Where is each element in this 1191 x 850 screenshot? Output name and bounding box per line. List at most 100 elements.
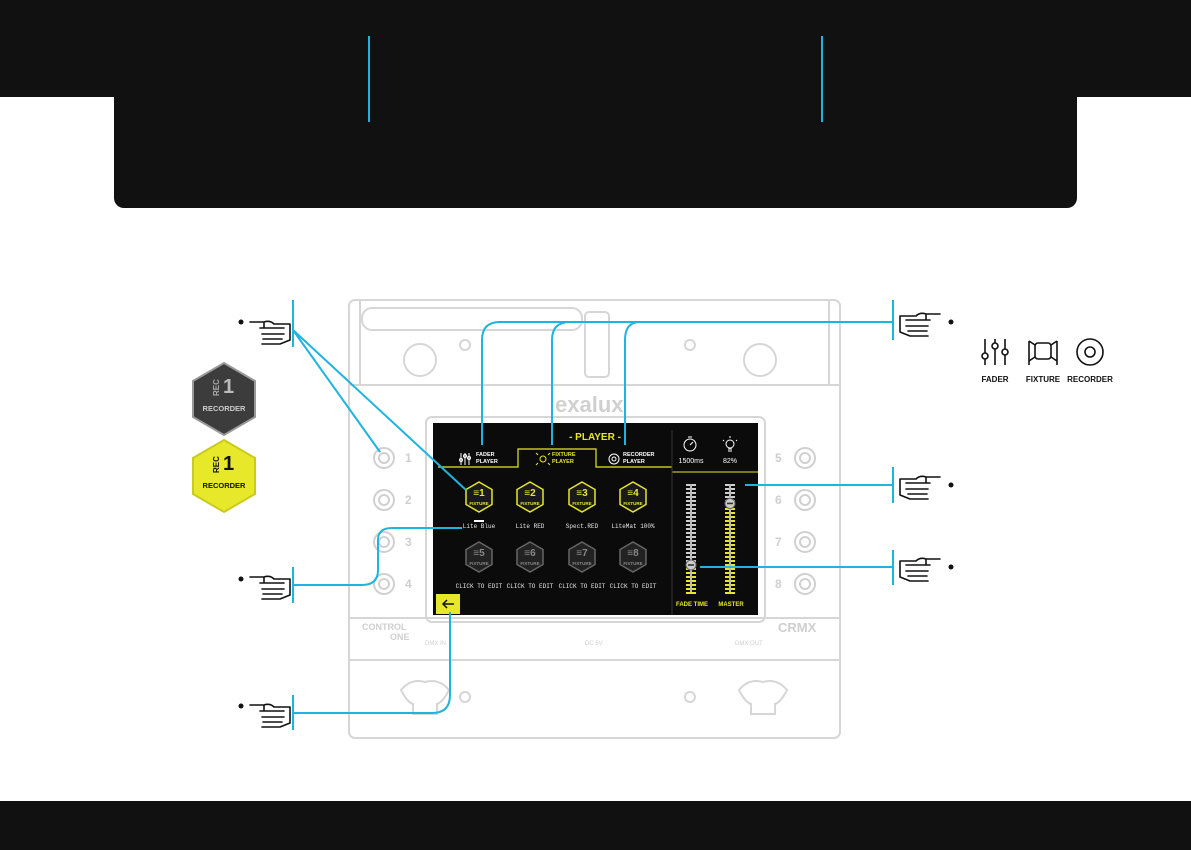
fixture-name: Spect.RED	[566, 523, 599, 530]
tab-recorder-player[interactable]: RECORDER PLAYER	[608, 452, 655, 465]
legend-label: FIXTURE	[1026, 375, 1061, 384]
button-number: 6	[775, 493, 782, 507]
button-number: 7	[775, 535, 782, 549]
fixture-type: FIXTURE	[469, 561, 488, 566]
pointing-hand-icon	[250, 576, 290, 599]
fader-icon	[459, 453, 471, 465]
tab-label: RECORDER	[623, 452, 655, 458]
fixture-name: CLICK TO EDIT	[610, 583, 657, 590]
fixture-type: FIXTURE	[520, 501, 539, 506]
button-number: 3	[405, 535, 412, 549]
fixture-type: FIXTURE	[623, 561, 642, 566]
recorder-icon	[1076, 338, 1104, 366]
crmx-logo: CRMX	[778, 620, 817, 635]
fixture-number: ≡2	[524, 488, 536, 499]
title-banner	[114, 40, 1077, 208]
legend-recorder: RECORDER	[1067, 338, 1113, 384]
badge-label: RECORDER	[203, 481, 247, 490]
bottom-band	[0, 801, 1191, 850]
bullet-dots	[238, 319, 954, 709]
tab-fixture-player[interactable]: FIXTURE PLAYER	[535, 452, 576, 466]
tab-label: PLAYER	[552, 459, 574, 465]
fixture-type: FIXTURE	[572, 501, 591, 506]
pointing-hand-icon	[899, 557, 941, 582]
badge-rec: REC	[212, 456, 221, 473]
fixture-name: Lite Blue	[463, 523, 496, 530]
fixture-type: FIXTURE	[520, 561, 539, 566]
recorder-icon	[608, 453, 620, 465]
callout-lines	[292, 300, 894, 730]
badge-label: RECORDER	[203, 404, 247, 413]
legend-label: RECORDER	[1067, 375, 1113, 384]
model-name: CONTROL	[362, 622, 407, 632]
fixture-number: ≡6	[524, 548, 536, 559]
fixture-type: FIXTURE	[572, 561, 591, 566]
arrow-left-icon	[441, 599, 454, 609]
stopwatch-icon	[683, 436, 697, 452]
recorder-badge-dark: REC 1 RECORDER	[192, 361, 256, 437]
bulb-icon	[722, 436, 738, 452]
fixture-number: ≡7	[576, 548, 588, 559]
tab-label: FADER	[476, 452, 495, 458]
banner-divider-left	[368, 36, 370, 122]
button-number: 8	[775, 577, 782, 591]
banner-divider-right	[821, 36, 823, 122]
fixture-name: Lite RED	[516, 523, 545, 530]
back-button[interactable]	[436, 594, 460, 614]
port-label: DMX OUT	[735, 641, 763, 647]
brand-logo: exalux	[555, 392, 624, 417]
port-label: DC 5V	[585, 641, 603, 647]
badge-rec: REC	[212, 379, 221, 396]
tab-label: FIXTURE	[552, 452, 576, 458]
fixture-type: FIXTURE	[469, 501, 488, 506]
pointing-hand-icon	[899, 475, 941, 500]
master-fader[interactable]	[724, 484, 736, 594]
button-number: 5	[775, 451, 782, 465]
legend-label: FADER	[981, 375, 1008, 384]
badge-number: 1	[223, 453, 234, 475]
selection-marker	[474, 520, 484, 522]
tab-label: PLAYER	[476, 459, 498, 465]
recorder-badge-yellow: REC 1 RECORDER	[192, 438, 256, 514]
fixture-name: LiteMat 100%	[611, 523, 655, 530]
button-number: 2	[405, 493, 412, 507]
master-value: 82%	[723, 458, 737, 465]
fixture-number: ≡3	[576, 488, 588, 499]
side-buttons	[373, 447, 816, 595]
fixture-number: ≡8	[627, 548, 639, 559]
fader-label: FADE TIME	[676, 602, 708, 608]
tab-label: PLAYER	[623, 459, 645, 465]
badge-number: 1	[223, 376, 234, 398]
legend-fixture: FIXTURE	[1026, 340, 1061, 384]
fader-panel	[685, 484, 736, 594]
fixture-name: CLICK TO EDIT	[456, 583, 503, 590]
button-number: 1	[405, 451, 412, 465]
fixture-icon	[1028, 340, 1058, 365]
tab-fader-player[interactable]: FADER PLAYER	[459, 452, 498, 465]
fixture-number: ≡1	[473, 488, 485, 499]
fixture-type: FIXTURE	[623, 501, 642, 506]
port-label: DMX IN	[425, 641, 446, 647]
legend-fader: FADER	[981, 339, 1009, 384]
pointing-hand-icon	[250, 704, 290, 727]
fader-icon	[981, 339, 1009, 365]
fixture-icon	[535, 452, 551, 466]
fixture-name: CLICK TO EDIT	[559, 583, 606, 590]
fixture-number: ≡4	[627, 488, 639, 499]
fade-time-fader[interactable]	[685, 484, 697, 594]
fader-label: MASTER	[718, 602, 744, 608]
tab-underline	[438, 448, 672, 468]
fade-time-value: 1500ms	[679, 458, 704, 465]
pointing-hand-icon	[250, 321, 290, 344]
pointing-hand-icon	[899, 312, 941, 337]
model-sub: ONE	[390, 632, 410, 642]
screen-title: - PLAYER -	[569, 432, 621, 443]
